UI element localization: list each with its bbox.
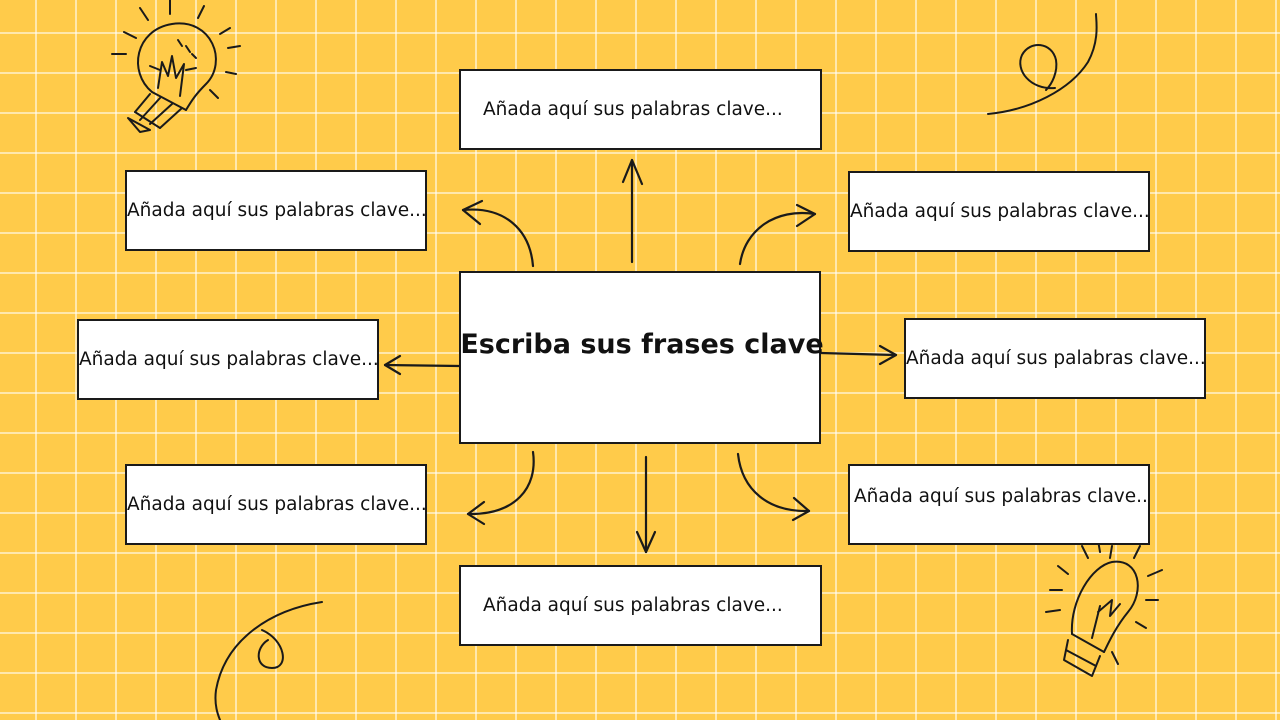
arrow-down	[635, 455, 657, 554]
keyword-box-lower-right[interactable]: Añada aquí sus palabras clave...	[848, 464, 1150, 545]
keyword-box-label: Añada aquí sus palabras clave...	[127, 200, 427, 221]
swirl-doodle	[214, 601, 323, 720]
lightbulb-icon	[1045, 539, 1163, 677]
arrow-upper-left	[461, 199, 535, 268]
arrow-up	[621, 158, 644, 264]
arrow-lower-right	[736, 452, 811, 522]
central-node[interactable]: Escriba sus frases clave	[459, 271, 824, 444]
central-node-title: Escriba sus frases clave	[460, 329, 824, 360]
arrow-left	[383, 354, 461, 376]
keyword-box-label: Añada aquí sus palabras clave...	[483, 99, 783, 120]
keyword-box-label: Añada aquí sus palabras clave...	[854, 486, 1150, 507]
keyword-box-upper-left[interactable]: Añada aquí sus palabras clave...	[125, 170, 427, 251]
arrow-right	[819, 344, 898, 366]
arrow-lower-left	[466, 450, 535, 526]
keyword-box-label: Añada aquí sus palabras clave...	[850, 201, 1150, 222]
keyword-box-upper-right[interactable]: Añada aquí sus palabras clave...	[848, 171, 1150, 252]
keyword-box-label: Añada aquí sus palabras clave...	[79, 349, 379, 370]
keyword-box-top[interactable]: Añada aquí sus palabras clave...	[459, 69, 822, 150]
keyword-box-label: Añada aquí sus palabras clave...	[906, 348, 1206, 369]
keyword-box-bottom[interactable]: Añada aquí sus palabras clave...	[459, 565, 822, 646]
swirl-doodle	[987, 13, 1098, 115]
keyword-box-left[interactable]: Añada aquí sus palabras clave...	[77, 319, 379, 400]
keyword-box-label: Añada aquí sus palabras clave...	[127, 494, 427, 515]
arrow-upper-right	[738, 203, 817, 266]
lightbulb-icon	[111, 0, 241, 133]
keyword-box-label: Añada aquí sus palabras clave...	[483, 595, 783, 616]
keyword-box-lower-left[interactable]: Añada aquí sus palabras clave...	[125, 464, 427, 545]
keyword-box-right[interactable]: Añada aquí sus palabras clave...	[904, 318, 1206, 399]
